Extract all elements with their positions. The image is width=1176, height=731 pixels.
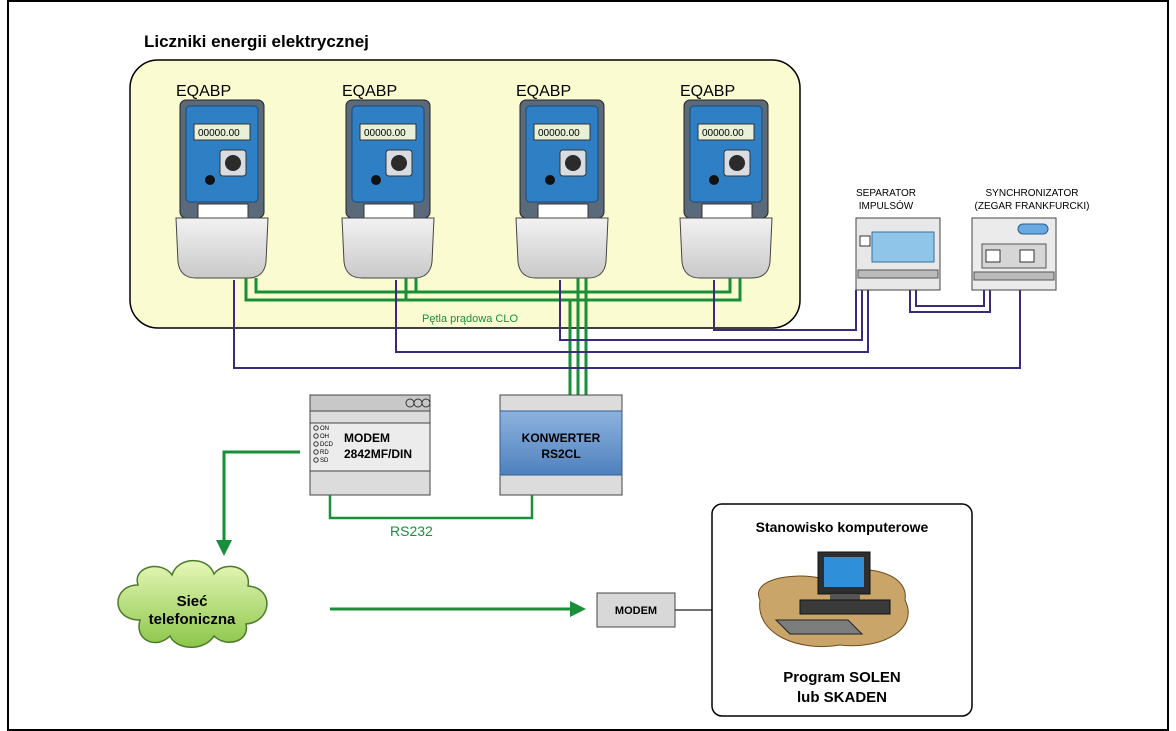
phone-network-cloud: Sieć telefoniczna xyxy=(117,560,268,648)
modem-din-terminal xyxy=(421,398,431,408)
monitor-screen xyxy=(824,557,864,587)
rs232-label: RS232 xyxy=(390,523,433,539)
meter-terminal-cover xyxy=(175,217,269,279)
meter-reading: 00000.00 xyxy=(364,128,406,139)
impulse-wire-1 xyxy=(233,280,1021,369)
modem-din: MODEM 2842MF/DIN ON OH DCD RD SD xyxy=(309,394,431,496)
program-label-2: lub SKADEN xyxy=(797,689,887,706)
led-label: DCD xyxy=(320,442,334,448)
energy-meter-2: EQABP 00000.00 xyxy=(341,83,435,279)
impulse-wire-2 xyxy=(395,280,869,353)
meter-display xyxy=(697,123,755,141)
meter-terminal-cover xyxy=(679,217,773,279)
impulse-wiring xyxy=(233,280,1021,369)
workstation-panel: Stanowisko komputerowe Program SOLEN lub… xyxy=(711,503,973,717)
meter-label-plate xyxy=(197,203,249,219)
keyboard xyxy=(774,619,864,635)
meter-label: EQABP xyxy=(680,83,735,100)
arrow-right-icon xyxy=(570,601,586,617)
program-label-1: Program SOLEN xyxy=(783,669,901,686)
meter-knob xyxy=(545,175,555,185)
converter-rs2cl: KONWERTER RS2CL xyxy=(499,394,623,496)
meter-label: EQABP xyxy=(516,83,571,100)
modem-box-label: MODEM xyxy=(615,605,657,617)
meter-dial xyxy=(225,155,241,171)
separator-panel xyxy=(871,231,935,263)
cloud-shape xyxy=(117,560,268,648)
impulse-wire-4 xyxy=(713,280,857,331)
meter-terminal-cover xyxy=(341,217,435,279)
modem-box xyxy=(596,592,676,628)
meter-label: EQABP xyxy=(176,83,231,100)
workstation-title: Stanowisko komputerowe xyxy=(756,519,929,535)
loop-wire-inner xyxy=(254,278,732,294)
separator-terminals xyxy=(857,269,939,279)
meter-dial xyxy=(391,155,407,171)
converter-title: KONWERTER xyxy=(522,431,601,445)
energy-meter-4: EQABP 00000.00 xyxy=(679,83,773,279)
converter-face xyxy=(499,410,623,476)
meter-display xyxy=(359,123,417,141)
meter-reading: 00000.00 xyxy=(538,128,580,139)
led-label: RD xyxy=(320,450,329,456)
modem-din-front xyxy=(309,422,431,472)
rs232-cable xyxy=(328,495,534,520)
synchronizer-logo xyxy=(1017,223,1049,235)
meter-label-plate xyxy=(701,203,753,219)
cloud-label-2: telefoniczna xyxy=(149,611,236,628)
led-label: SD xyxy=(320,458,329,464)
pc-case xyxy=(799,599,891,615)
separator-label-1: SEPARATOR xyxy=(856,188,916,199)
diagram-title: Liczniki energii elektrycznej xyxy=(144,32,369,51)
energy-meter-3: EQABP 00000.00 xyxy=(515,83,609,279)
separator-label-2: IMPULSÓW xyxy=(859,199,914,212)
loop-label: Pętla prądowa CLO xyxy=(422,313,518,325)
synchronizer-switch xyxy=(1019,249,1035,263)
meter-dial xyxy=(565,155,581,171)
led-label: OH xyxy=(320,434,329,440)
separator-led xyxy=(859,235,871,247)
meter-display xyxy=(193,123,251,141)
synchronizer-terminals xyxy=(973,271,1055,281)
meter-knob xyxy=(709,175,719,185)
monitor-stand xyxy=(830,594,860,600)
cloud-label-1: Sieć xyxy=(177,593,208,610)
synchronizer: SYNCHRONIZATOR (ZEGAR FRANKFURCKI) xyxy=(971,188,1090,291)
led-label: ON xyxy=(320,426,329,432)
impulse-wire-3 xyxy=(559,280,863,341)
current-loop-wiring xyxy=(244,278,742,395)
modem-din-title: MODEM xyxy=(344,431,390,445)
meter-reading: 00000.00 xyxy=(198,128,240,139)
loop-wire-outer xyxy=(244,278,742,302)
meter-label: EQABP xyxy=(342,83,397,100)
energy-meter-1: EQABP 00000.00 xyxy=(175,83,269,279)
meters-panel xyxy=(129,59,801,329)
synchronizer-label-2: (ZEGAR FRANKFURCKI) xyxy=(975,201,1090,212)
converter-model: RS2CL xyxy=(541,447,580,461)
meter-knob xyxy=(205,175,215,185)
meter-label-plate xyxy=(363,203,415,219)
computer-icon xyxy=(757,551,909,648)
modem-din-leds: ON OH DCD RD SD xyxy=(313,425,334,464)
modem-din-model: 2842MF/DIN xyxy=(344,447,412,461)
arrow-down-icon xyxy=(216,540,232,556)
meter-label-plate xyxy=(537,203,589,219)
meter-reading: 00000.00 xyxy=(702,128,744,139)
meter-terminal-cover xyxy=(515,217,609,279)
synchronizer-label-1: SYNCHRONIZATOR xyxy=(986,188,1079,199)
meter-knob xyxy=(371,175,381,185)
meter-display xyxy=(533,123,591,141)
page-frame xyxy=(7,0,1169,731)
sync-link-1 xyxy=(909,290,991,313)
sync-link-2 xyxy=(915,290,985,307)
modem-to-network-arrow xyxy=(222,450,300,544)
meter-dial xyxy=(729,155,745,171)
synchronizer-switch xyxy=(985,249,1001,263)
pulse-separator: SEPARATOR IMPULSÓW xyxy=(855,188,941,291)
modem-din-top xyxy=(309,394,431,412)
